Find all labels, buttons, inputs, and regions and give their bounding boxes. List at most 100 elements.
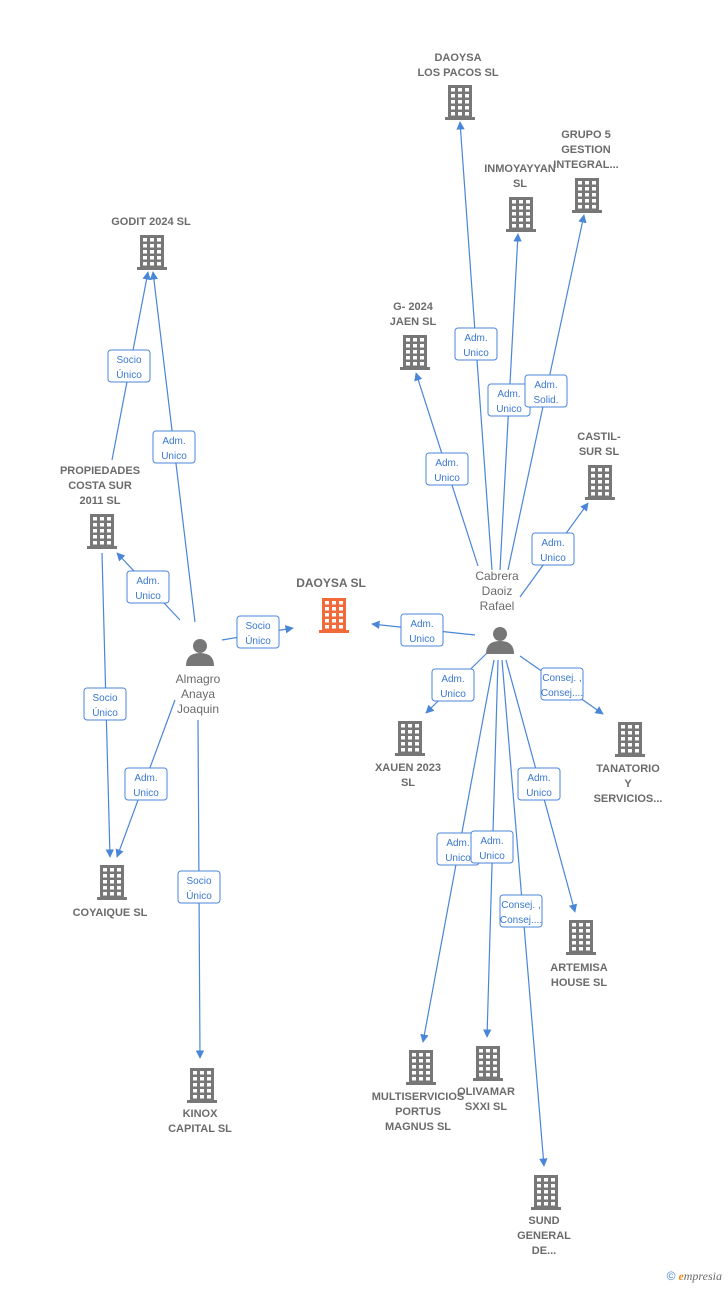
building-icon <box>615 722 645 757</box>
edge-label-box <box>524 374 568 408</box>
edge-label-text: Adm. <box>441 674 464 685</box>
edge-label-box <box>425 452 469 486</box>
edge-label-text: Adm. <box>480 836 503 847</box>
edge-label[interactable]: Adm.Unico <box>152 430 196 464</box>
node-label: SERVICIOS... <box>594 793 663 805</box>
edge-label[interactable]: Adm.Unico <box>531 532 575 566</box>
edge-label-box <box>499 894 543 928</box>
node-label: SL <box>513 178 527 190</box>
edge-label[interactable]: Adm. Unico <box>470 830 514 864</box>
edge-label[interactable]: Consej. , Consej.... <box>499 894 543 928</box>
node-label: DAOYSA SL <box>296 576 366 590</box>
node-label: Daoiz <box>482 584 513 598</box>
edge-label[interactable]: Adm.Unico <box>425 452 469 486</box>
node-kinox[interactable]: KINOX CAPITAL SL <box>168 1068 232 1135</box>
edge-label[interactable]: Adm.Unico <box>400 613 444 647</box>
node-coyaique[interactable]: COYAIQUE SL <box>73 865 148 919</box>
node-label: GRUPO 5 <box>561 129 611 141</box>
node-label: INTEGRAL... <box>553 159 618 171</box>
edge-label-text: Unico <box>496 404 522 415</box>
edge-label-text: Solid. <box>533 395 558 406</box>
node-label: JAEN SL <box>390 316 437 328</box>
copyright-icon: © <box>666 1269 676 1283</box>
edge-label[interactable]: Adm.Solid. <box>524 374 568 408</box>
building-icon <box>137 235 167 270</box>
edge-label[interactable]: Consej. ,Consej.... <box>540 667 584 701</box>
edge-label-text: Unico <box>440 689 466 700</box>
edge-label-text: Unico <box>463 348 489 359</box>
edge-label-text: Adm. <box>435 458 458 469</box>
node-label: SL <box>401 777 415 789</box>
node-label: Y <box>624 778 632 790</box>
node-castil[interactable]: CASTIL-SUR SL <box>577 431 621 500</box>
edge-label-text: Unico <box>479 851 505 862</box>
edge-label-box <box>531 532 575 566</box>
edge-label-box <box>124 767 168 801</box>
edge-label[interactable]: Adm. Unico <box>431 668 475 702</box>
edge-label-text: Consej. , <box>501 900 540 911</box>
node-label: Anaya <box>181 687 215 701</box>
node-label: CASTIL- <box>577 431 621 443</box>
node-label: CAPITAL SL <box>168 1123 232 1135</box>
edge-label-text: Adm. <box>527 773 550 784</box>
edge-label[interactable]: Adm.Unico <box>517 767 561 801</box>
person-icon <box>186 639 214 666</box>
edge-label-box <box>470 830 514 864</box>
edges-layer <box>101 121 604 1167</box>
edge-label-text: Socio <box>186 876 211 887</box>
node-label: GODIT 2024 SL <box>111 216 191 228</box>
node-tanatorio[interactable]: TANATORIOYSERVICIOS... <box>594 722 663 805</box>
edge-label-text: Unico <box>161 451 187 462</box>
edge-label-text: Unico <box>133 788 159 799</box>
node-label: GESTION <box>561 144 611 156</box>
edge-label-text: Único <box>92 706 118 719</box>
edge-label-text: Consej.... <box>541 688 583 699</box>
building-icon <box>566 920 596 955</box>
building-icon <box>187 1068 217 1103</box>
node-label: Almagro <box>176 672 221 686</box>
node-inmoyayyan[interactable]: INMOYAYYAN SL <box>484 163 556 232</box>
edge-label-text: Adm. <box>446 838 469 849</box>
edge-label[interactable]: Adm.Unico <box>487 383 531 417</box>
node-label: COSTA SUR <box>68 480 132 492</box>
node-godit[interactable]: GODIT 2024 SL <box>111 216 191 270</box>
edge-label[interactable]: Adm.Unico <box>126 570 170 604</box>
main-building-icon <box>319 598 349 633</box>
building-icon <box>445 85 475 120</box>
empresia-logo[interactable]: © empresia <box>666 1269 722 1283</box>
edge-label-text: Consej.... <box>500 915 542 926</box>
edge-label-box <box>517 767 561 801</box>
node-olivamar[interactable]: OLIVAMAR SXXI SL <box>457 1046 515 1113</box>
node-label: SUND <box>528 1215 559 1227</box>
node-grupo5[interactable]: GRUPO 5 GESTION INTEGRAL... <box>553 129 619 213</box>
node-label: INMOYAYYAN <box>484 163 556 175</box>
node-label: MAGNUS SL <box>385 1121 451 1133</box>
building-icon <box>473 1046 503 1081</box>
node-label: SXXI SL <box>465 1101 507 1113</box>
edge-label[interactable]: Adm.Unico <box>454 327 498 361</box>
node-sund[interactable]: SUNDGENERALDE... <box>517 1175 571 1257</box>
edge-label[interactable]: Adm.Unico <box>436 832 480 866</box>
edge-label-box <box>126 570 170 604</box>
building-icon <box>87 514 117 549</box>
node-label: KINOX <box>183 1108 219 1120</box>
edge-label-box <box>107 349 151 383</box>
node-label: XAUEN 2023 <box>375 762 441 774</box>
edge-label-text: Adm. <box>541 538 564 549</box>
edge-label[interactable]: Adm.Unico <box>124 767 168 801</box>
node-label: OLIVAMAR <box>457 1086 515 1098</box>
node-daoysa[interactable]: DAOYSA SL <box>296 576 366 633</box>
